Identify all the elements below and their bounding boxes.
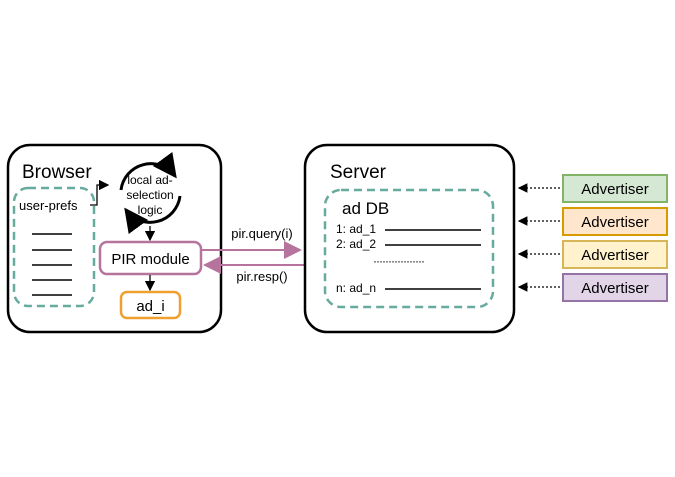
logic-label-line2: selection xyxy=(126,188,173,202)
logic-cycle-arrow-upper xyxy=(119,151,177,191)
advertiser-label: Advertiser xyxy=(581,280,649,297)
user-prefs-box xyxy=(12,186,96,308)
pir-module-box xyxy=(98,240,203,276)
ad-i-label: ad_i xyxy=(136,298,164,315)
ad-db-ellipsis: ················· xyxy=(373,254,424,268)
user-prefs-lines xyxy=(32,233,72,296)
logic-cycle-arrow-lower xyxy=(124,195,182,235)
pir-module-label: PIR module xyxy=(111,251,189,268)
ad-db-box xyxy=(323,188,495,309)
ad-db-entry: 2: ad_2 xyxy=(336,237,376,251)
advertiser-label: Advertiser xyxy=(581,181,649,198)
server-box xyxy=(303,143,516,334)
ad-db-entry: n: ad_n xyxy=(336,281,376,295)
advertiser-box: Advertiser xyxy=(562,174,668,203)
ad-db-title: ad DB xyxy=(342,199,389,218)
advertiser-label: Advertiser xyxy=(581,214,649,231)
ad-db-entry: 1: ad_1 xyxy=(336,222,376,236)
pir-response-label: pir.resp() xyxy=(236,269,287,284)
pir-query-label: pir.query(i) xyxy=(231,226,292,241)
logic-label-line1: local ad- xyxy=(127,173,172,187)
prefs-to-logic-arrow xyxy=(90,179,110,206)
server-title: Server xyxy=(330,162,387,183)
advertiser-box: Advertiser xyxy=(562,240,668,269)
advertiser-box: Advertiser xyxy=(562,207,668,236)
advertiser-box: Advertiser xyxy=(562,273,668,302)
browser-box xyxy=(6,143,223,334)
user-prefs-label: user-prefs xyxy=(19,198,78,213)
logic-label-line3: logic xyxy=(138,203,163,217)
advertiser-label: Advertiser xyxy=(581,247,649,264)
browser-title: Browser xyxy=(22,162,92,183)
ad-i-box xyxy=(119,290,182,320)
